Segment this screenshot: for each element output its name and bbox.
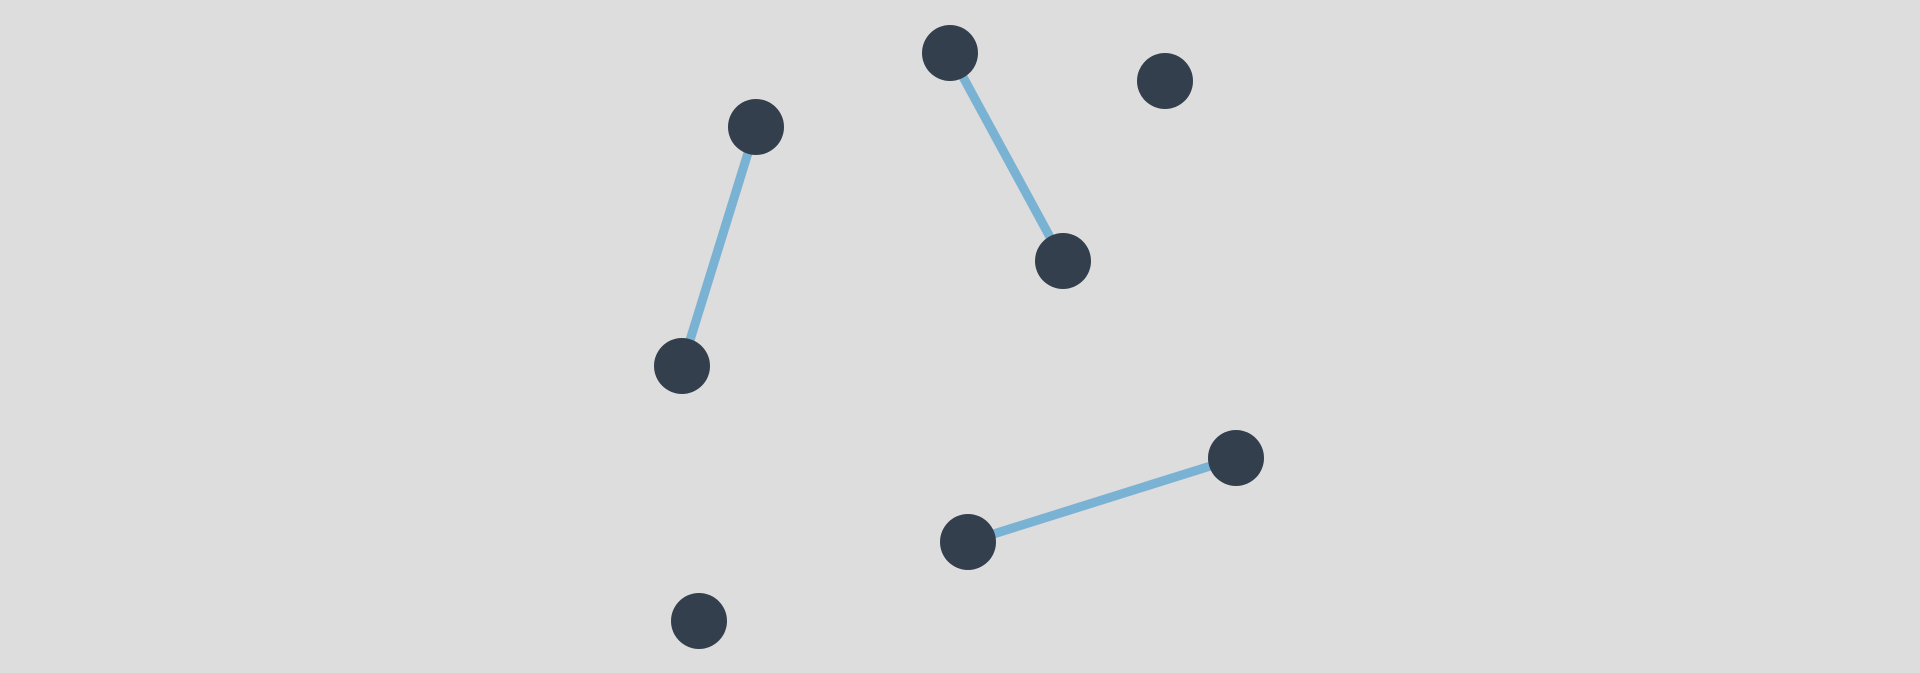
node-n3[interactable] (922, 25, 978, 81)
edges-layer (677, 50, 1238, 547)
edge-n1-n2 (677, 125, 761, 368)
node-n5[interactable] (940, 514, 996, 570)
node-n6[interactable] (1208, 430, 1264, 486)
node-n1[interactable] (728, 99, 784, 155)
edge-n3-n4 (946, 50, 1067, 264)
node-n2[interactable] (654, 338, 710, 394)
node-n8[interactable] (671, 593, 727, 649)
node-n7[interactable] (1137, 53, 1193, 109)
edge-n5-n6 (966, 453, 1238, 547)
node-n4[interactable] (1035, 233, 1091, 289)
nodes-layer (654, 25, 1264, 649)
